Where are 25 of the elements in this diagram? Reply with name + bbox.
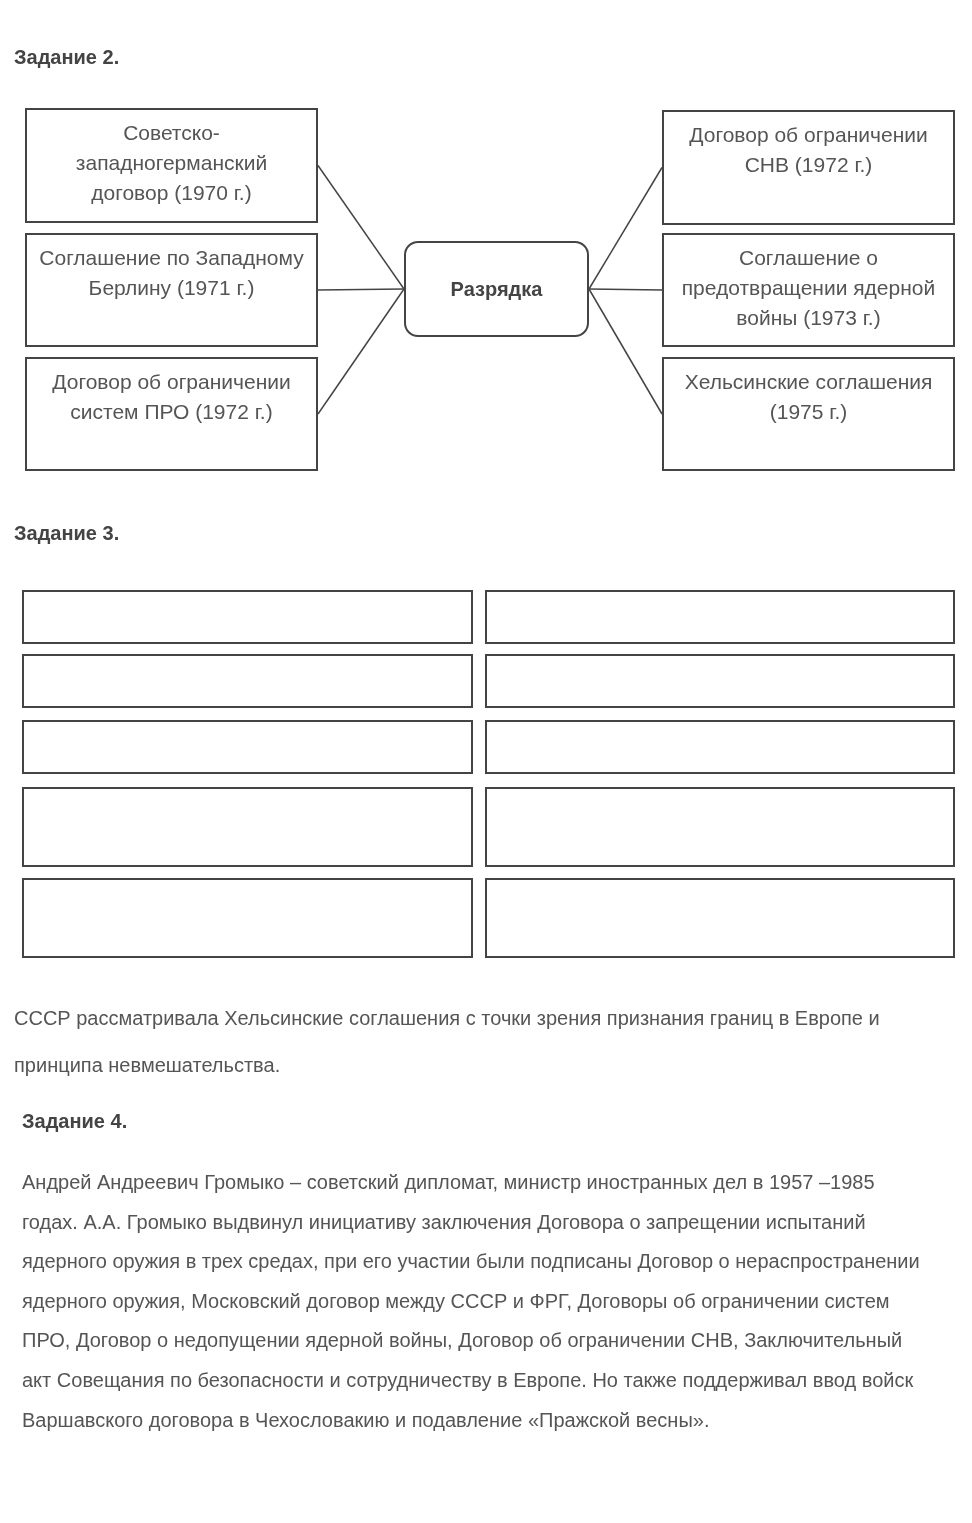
paragraph: СССР рассматривала Хельсинские соглашения с точки зрения признания границ в Европе и принципа невмешательства. bbox=[14, 1006, 881, 1078]
process-box bbox=[662, 357, 955, 471]
connector-line bbox=[588, 288, 663, 415]
task-heading: Задание 2. bbox=[14, 45, 121, 70]
process-box bbox=[25, 233, 318, 347]
node-text: Договор об ограничении систем ПРО (1972 г.) bbox=[51, 369, 292, 425]
node-text: Соглашение по Западному Берлину (1971 г.) bbox=[38, 245, 305, 301]
connector-line bbox=[317, 164, 405, 290]
task-heading: Задание 4. bbox=[22, 1109, 129, 1134]
process-box bbox=[662, 110, 955, 225]
connector-line bbox=[588, 166, 663, 290]
process-box bbox=[25, 357, 318, 471]
node-text: Договор об ограничении СНВ (1972 г.) bbox=[688, 122, 929, 178]
node-text: Соглашение о предотвращении ядерной войны (1973 г.) bbox=[680, 245, 937, 331]
connector-line bbox=[588, 288, 663, 291]
connector-line bbox=[317, 288, 405, 291]
node-text: Хельсинские соглашения (1975 г.) bbox=[683, 369, 934, 425]
task-heading: Задание 3. bbox=[14, 521, 121, 546]
rounded-box bbox=[404, 241, 589, 337]
connector-line bbox=[317, 288, 405, 415]
process-box bbox=[662, 233, 955, 347]
paragraph: Андрей Андреевич Громыко – советский дипломат, министр иностранных дел в 1957 –1985 годах. А.А. Громыко выдвинул инициативу заключения Договора о запрещении испытаний ядерного оружия в трех средах, при его участии были подписаны Договор о нераспространении ядерного оружия, Московский договор между СССР и ФРГ, Договоры об ограничении систем ПРО, Договор о недопущении ядерной войны, Договор об ограничении СНВ, Заключительный акт Совещания по безопасности и сотрудничеству в Европе. Но также поддерживал ввод войск Варшавского договора в Чехословакию и подавление «Пражской весны». bbox=[22, 1170, 921, 1433]
node-text: Советско-западногерманский договор (1970 г.) bbox=[74, 120, 269, 206]
process-box bbox=[25, 108, 318, 223]
node-text: Разрядка bbox=[450, 277, 543, 302]
